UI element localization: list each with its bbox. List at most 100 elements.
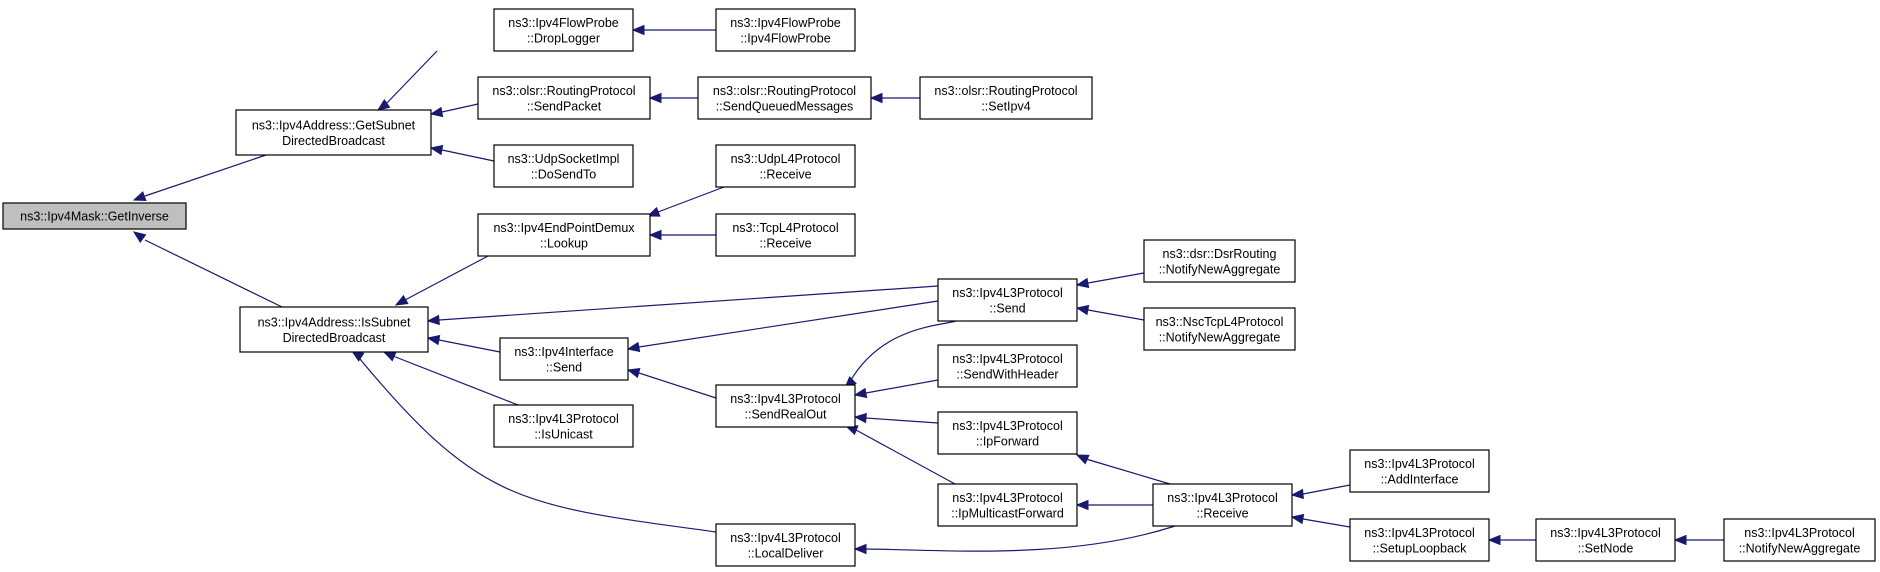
node-n4[interactable]: ns3::Ipv4FlowProbe::Ipv4FlowProbe (715, 8, 856, 52)
node-label: ::SendQueuedMessages (716, 99, 854, 113)
arrowhead (1075, 454, 1090, 465)
node-box[interactable] (1349, 449, 1490, 493)
node-box[interactable] (1143, 307, 1296, 351)
node-label: ::DropLogger (527, 31, 600, 45)
arrowhead (1487, 534, 1501, 546)
node-label: ::Lookup (540, 236, 588, 250)
arrowhead (429, 144, 444, 156)
node-box[interactable] (937, 483, 1078, 527)
node-box[interactable] (937, 344, 1078, 388)
node-label: DirectedBroadcast (282, 134, 385, 148)
node-label: ns3::Ipv4FlowProbe (730, 16, 841, 30)
node-n6[interactable]: ns3::olsr::RoutingProtocol::SendQueuedMe… (697, 76, 872, 120)
node-box[interactable] (919, 76, 1093, 120)
edge-line (638, 372, 717, 399)
node-label: ::AddInterface (1381, 472, 1459, 486)
edge-n15-n12 (626, 367, 717, 399)
node-box[interactable] (715, 384, 856, 428)
edge-n18-n15 (853, 412, 939, 424)
node-label: ns3::NscTcpL4Protocol (1156, 315, 1284, 329)
edge-n10-n9 (646, 186, 725, 217)
edge-n11-n9 (648, 229, 716, 241)
node-n23[interactable]: ns3::Ipv4L3Protocol::AddInterface (1349, 449, 1490, 493)
node-n5[interactable]: ns3::olsr::RoutingProtocol::SendPacket (477, 76, 651, 120)
node-n16[interactable]: ns3::Ipv4L3Protocol::Send (937, 278, 1078, 322)
node-box[interactable] (697, 76, 872, 120)
node-n8[interactable]: ns3::UdpSocketImpl::DoSendTo (493, 144, 634, 188)
node-box[interactable] (715, 523, 856, 567)
edge-n6-n5 (648, 92, 698, 104)
edge-line (865, 525, 1176, 552)
node-box[interactable] (1535, 518, 1676, 562)
node-label: ns3::TcpL4Protocol (732, 221, 838, 235)
node-n15[interactable]: ns3::Ipv4L3Protocol::SendRealOut (715, 384, 856, 428)
node-n12[interactable]: ns3::Ipv4Interface::Send (499, 337, 629, 381)
node-n1[interactable]: ns3::Ipv4Address::GetSubnetDirectedBroad… (235, 109, 432, 156)
node-box[interactable] (493, 144, 634, 188)
arrowhead (853, 412, 867, 424)
edge-n7-n6 (869, 92, 920, 104)
node-box[interactable] (1152, 483, 1293, 527)
node-box[interactable] (493, 8, 634, 52)
node-n25[interactable]: ns3::Ipv4L3Protocol::SetNode (1535, 518, 1676, 562)
arrowhead (648, 229, 662, 241)
node-n20[interactable]: ns3::dsr::DsrRouting::NotifyNewAggregate (1143, 239, 1296, 283)
node-label: ::SetNode (1578, 541, 1634, 555)
node-box[interactable] (1349, 518, 1490, 562)
node-label: ns3::Ipv4L3Protocol (952, 352, 1063, 366)
node-box[interactable] (477, 213, 651, 257)
node-box[interactable] (715, 213, 856, 257)
edge-line (404, 255, 489, 301)
node-label: ns3::Ipv4EndPointDemux (493, 221, 635, 235)
edge-line (1087, 309, 1145, 321)
edge-n24-n22 (1290, 513, 1351, 528)
node-label: ::SetIpv4 (981, 99, 1030, 113)
node-box[interactable] (937, 278, 1078, 322)
node-n24[interactable]: ns3::Ipv4L3Protocol::SetupLoopback (1349, 518, 1490, 562)
node-n18[interactable]: ns3::Ipv4L3Protocol::IpForward (937, 411, 1078, 455)
node-n10[interactable]: ns3::UdpL4Protocol::Receive (715, 144, 856, 188)
edge-n8-n1 (429, 144, 495, 162)
node-n7[interactable]: ns3::olsr::RoutingProtocol::SetIpv4 (919, 76, 1093, 120)
node-n14[interactable]: ns3::Ipv4L3Protocol::LocalDeliver (715, 523, 856, 567)
node-box[interactable] (1143, 239, 1296, 283)
node-n17[interactable]: ns3::Ipv4L3Protocol::SendWithHeader (937, 344, 1078, 388)
node-label: ns3::Ipv4L3Protocol (1167, 491, 1278, 505)
node-label: ::SendPacket (527, 99, 602, 113)
edge-n22-n19 (1075, 499, 1153, 511)
node-n0[interactable]: ns3::Ipv4Mask::GetInverse (2, 202, 187, 230)
edge-line (384, 50, 438, 106)
node-box[interactable] (493, 404, 634, 448)
edge-n12-n2 (426, 334, 501, 353)
node-box[interactable] (1723, 518, 1876, 562)
node-n22[interactable]: ns3::Ipv4L3Protocol::Receive (1152, 483, 1293, 527)
node-box[interactable] (715, 144, 856, 188)
node-label: ns3::Ipv4Interface (514, 345, 613, 359)
arrowhead (1290, 488, 1304, 500)
node-n9[interactable]: ns3::Ipv4EndPointDemux::Lookup (477, 213, 651, 257)
node-label: ns3::Ipv4Mask::GetInverse (20, 210, 169, 224)
node-n26[interactable]: ns3::Ipv4L3Protocol::NotifyNewAggregate (1723, 518, 1876, 562)
arrowhead (426, 334, 441, 346)
arrowhead (132, 191, 147, 201)
node-n21[interactable]: ns3::NscTcpL4Protocol::NotifyNewAggregat… (1143, 307, 1296, 351)
edge-line (441, 103, 479, 113)
node-box[interactable] (477, 76, 651, 120)
node-n11[interactable]: ns3::TcpL4Protocol::Receive (715, 213, 856, 257)
node-box[interactable] (937, 411, 1078, 455)
node-box[interactable] (239, 306, 429, 353)
node-box[interactable] (235, 109, 432, 156)
arrowhead (1075, 277, 1090, 289)
node-label: ::Send (989, 301, 1025, 315)
node-n13[interactable]: ns3::Ipv4L3Protocol::IsUnicast (493, 404, 634, 448)
node-n3[interactable]: ns3::Ipv4FlowProbe::DropLogger (493, 8, 634, 52)
node-label: ::LocalDeliver (748, 546, 824, 560)
node-n19[interactable]: ns3::Ipv4L3Protocol::IpMulticastForward (937, 483, 1078, 527)
node-label: ns3::UdpL4Protocol (731, 152, 841, 166)
node-box[interactable] (2, 202, 187, 230)
arrowhead (1075, 499, 1089, 511)
node-box[interactable] (499, 337, 629, 381)
node-label: ::NotifyNewAggregate (1739, 541, 1861, 555)
node-box[interactable] (715, 8, 856, 52)
node-n2[interactable]: ns3::Ipv4Address::IsSubnetDirectedBroadc… (239, 306, 429, 353)
